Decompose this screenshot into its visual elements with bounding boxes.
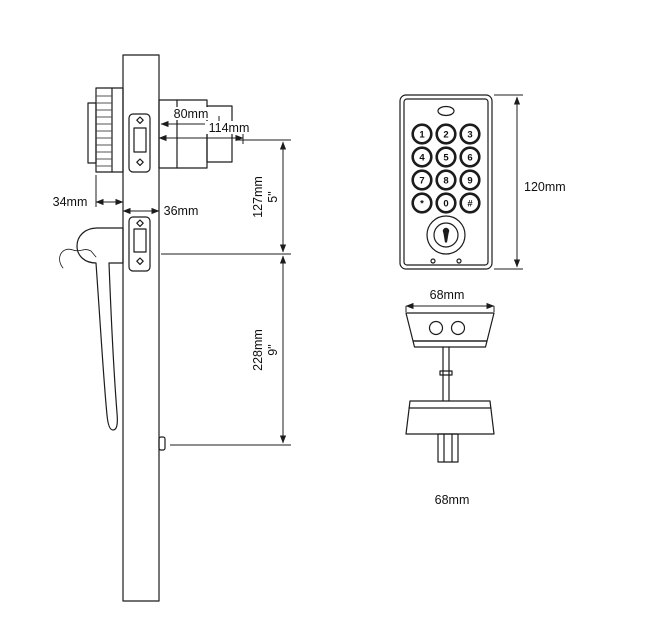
- lever-handle: [76, 227, 124, 431]
- key-label-8: 8: [443, 176, 448, 187]
- faceplate-outline: [128, 113, 151, 173]
- upper-faceplate: [128, 113, 151, 173]
- panel-screw: [430, 258, 436, 264]
- knurling-hatch: [96, 95, 112, 167]
- key-label-3: 3: [467, 130, 472, 141]
- key-button-8: [435, 169, 457, 191]
- plate-body: [405, 312, 495, 342]
- key-label-0: 0: [443, 199, 448, 210]
- side-view: [59, 54, 233, 602]
- dim-label-9in: 9": [266, 344, 280, 355]
- dim-label-5in: 5": [266, 191, 280, 202]
- keypad-front-view: [399, 94, 493, 270]
- key-button-2: [435, 123, 457, 145]
- key-label-5: 5: [443, 153, 449, 164]
- key-button-0: [435, 192, 457, 214]
- spindle-collar: [439, 370, 453, 376]
- key-label-2: 2: [443, 130, 448, 141]
- label-backer: [205, 121, 253, 134]
- screw-diamond: [136, 257, 144, 265]
- upper-mounting-plate: [405, 312, 495, 348]
- keypad-panel-outer: [399, 94, 493, 270]
- key-button-6: [459, 146, 481, 168]
- interior-dimensions: [405, 302, 495, 312]
- key-button-5: [435, 146, 457, 168]
- dim-label-80mm: 80mm: [174, 107, 209, 121]
- key-button-7: [411, 169, 433, 191]
- key-label-hash: #: [467, 199, 473, 210]
- side-view-dimensions: [95, 116, 291, 446]
- keypad-buttons: [411, 123, 481, 214]
- lower-faceplate: [128, 216, 151, 272]
- keyhole-slot: [443, 232, 449, 243]
- exterior-lock-body: [87, 87, 124, 173]
- screw-diamond: [136, 116, 144, 124]
- front-view-dimensions: [494, 94, 523, 270]
- key-label-7: 7: [419, 176, 424, 187]
- indicator-oval: [437, 105, 455, 117]
- tailpiece: [437, 433, 459, 463]
- dim-label-68mm-bottom: 68mm: [435, 493, 470, 507]
- plate-lip: [412, 340, 488, 348]
- interior-mounting-parts: [405, 312, 495, 463]
- key-button-1: [411, 123, 433, 145]
- key-label-1: 1: [419, 130, 425, 141]
- key-button-hash: [459, 192, 481, 214]
- mounting-plate: [122, 54, 160, 602]
- dim-label-34mm: 34mm: [53, 195, 88, 209]
- deadbolt-outer-ring: [426, 215, 466, 255]
- lower-mounting-plate: [405, 400, 495, 463]
- key-label-9: 9: [467, 176, 472, 187]
- keypad-digits: 1 2 3 4 5 6 7 8 9 * 0 #: [419, 130, 473, 210]
- keypad-panel-inner: [403, 98, 489, 266]
- key-label-6: 6: [467, 153, 472, 164]
- dim-label-228mm: 228mm: [251, 329, 265, 371]
- wire: [59, 248, 97, 269]
- connecting-spindle: [439, 346, 453, 402]
- cylinder-protrusion: [87, 102, 97, 164]
- key-label-star: *: [420, 199, 424, 210]
- dim-label-36mm: 36mm: [164, 204, 199, 218]
- key-button-star: [411, 192, 433, 214]
- dim-label-127mm: 127mm: [251, 176, 265, 218]
- bolt-hole: [450, 320, 466, 336]
- bolt-hole: [428, 320, 444, 336]
- deadbolt-cylinder: [426, 215, 466, 255]
- key-button-4: [411, 146, 433, 168]
- dim-label-120mm: 120mm: [524, 180, 566, 194]
- panel-screw: [456, 258, 462, 264]
- plate-body: [405, 400, 495, 435]
- screw-diamond: [136, 158, 144, 166]
- edge-stud: [158, 436, 166, 451]
- deadbolt-inner-ring: [433, 222, 459, 248]
- latch-opening: [133, 127, 147, 153]
- bolt-opening: [133, 228, 147, 253]
- faceplate-outline: [128, 216, 151, 272]
- dim-label-114mm: 114mm: [209, 121, 250, 135]
- key-button-3: [459, 123, 481, 145]
- dim-label-68mm-top: 68mm: [430, 288, 465, 302]
- label-backer: [172, 107, 210, 120]
- key-label-4: 4: [419, 153, 425, 164]
- key-button-9: [459, 169, 481, 191]
- screw-diamond: [136, 219, 144, 227]
- dimension-labels: 80mm 114mm 34mm 36mm 127mm 5" 228mm 9" 1…: [53, 107, 566, 507]
